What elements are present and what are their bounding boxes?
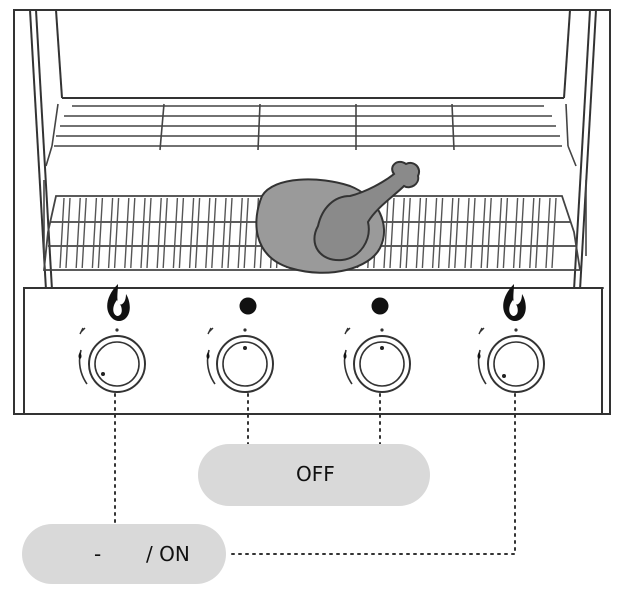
dot-icon bbox=[371, 297, 389, 315]
off-label-pill bbox=[198, 444, 430, 506]
dot-icon bbox=[239, 297, 257, 315]
knob-pointer bbox=[380, 346, 384, 350]
off-label: OFF bbox=[296, 462, 335, 486]
on-label: / ON bbox=[146, 542, 190, 566]
knob-left[interactable] bbox=[78, 327, 146, 393]
knob-center-left[interactable] bbox=[206, 327, 274, 393]
knob-pointer bbox=[243, 346, 247, 350]
flame-icon bbox=[503, 284, 526, 321]
leader-lines bbox=[114, 393, 516, 555]
warming-rack bbox=[45, 103, 577, 167]
knob-center-right[interactable] bbox=[343, 327, 411, 393]
knob-pointer bbox=[502, 374, 506, 378]
on-dash: - bbox=[94, 542, 102, 566]
knob-pointer bbox=[101, 372, 105, 376]
flame-icon bbox=[107, 284, 130, 321]
on-label-pill bbox=[22, 524, 226, 584]
knob-right[interactable] bbox=[477, 327, 545, 393]
knob-row bbox=[78, 327, 545, 393]
chicken-drumstick bbox=[255, 160, 420, 274]
